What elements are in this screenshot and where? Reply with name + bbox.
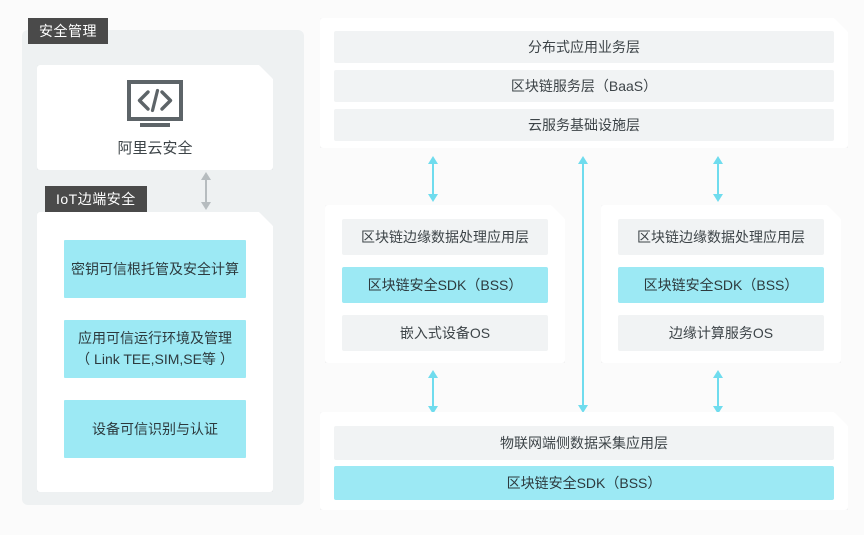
- aliyun-security-label: 阿里云安全: [117, 140, 193, 157]
- device-row-edge-data-processing[interactable]: 区块链边缘数据处理应用层: [342, 219, 548, 255]
- row-label: 分布式应用业务层: [528, 39, 640, 55]
- left-panel-connector-arrow: [200, 172, 212, 210]
- edge-compute-card: 区块链边缘数据处理应用层 区块链安全SDK（BSS） 边缘计算服务OS: [601, 205, 841, 363]
- row-label: 云服务基础设施层: [528, 117, 640, 133]
- aliyun-security-card[interactable]: 阿里云安全: [37, 65, 273, 170]
- tag-security-management: 安全管理: [28, 18, 108, 44]
- code-screen-icon: [126, 79, 184, 134]
- compute-row-edge-compute-os[interactable]: 边缘计算服务OS: [618, 315, 824, 351]
- terminal-row-blockchain-sdk[interactable]: 区块链安全SDK（BSS）: [334, 466, 834, 500]
- row-label: 区块链边缘数据处理应用层: [637, 229, 805, 245]
- edge-item-trusted-runtime[interactable]: 应用可信运行环境及管理 （ Link TEE,SIM,SE等 ）: [64, 320, 246, 378]
- row-label: 区块链安全SDK（BSS）: [367, 277, 523, 293]
- device-to-terminal-arrow: [427, 370, 439, 414]
- iot-edge-security-card: 密钥可信根托管及安全计算 应用可信运行环境及管理 （ Link TEE,SIM,…: [37, 212, 273, 492]
- row-label: 区块链边缘数据处理应用层: [361, 229, 529, 245]
- iot-terminal-card: 物联网端侧数据采集应用层 区块链安全SDK（BSS）: [320, 412, 848, 510]
- edge-item-label: 设备可信识别与认证: [92, 420, 218, 437]
- cloud-row-distributed-app[interactable]: 分布式应用业务层: [334, 31, 834, 63]
- row-label: 区块链安全SDK（BSS）: [506, 475, 662, 491]
- compute-row-blockchain-sdk[interactable]: 区块链安全SDK（BSS）: [618, 267, 824, 303]
- device-row-blockchain-sdk[interactable]: 区块链安全SDK（BSS）: [342, 267, 548, 303]
- edge-item-device-identity[interactable]: 设备可信识别与认证: [64, 400, 246, 458]
- edge-item-label: 密钥可信根托管及安全计算: [71, 260, 239, 277]
- row-label: 区块链服务层（BaaS）: [510, 78, 658, 94]
- row-label: 嵌入式设备OS: [399, 325, 491, 341]
- edge-item-key-trust-root[interactable]: 密钥可信根托管及安全计算: [64, 240, 246, 298]
- edge-item-label: 应用可信运行环境及管理 （ Link TEE,SIM,SE等 ）: [76, 330, 234, 367]
- cloud-stack-card: 分布式应用业务层 区块链服务层（BaaS） 云服务基础设施层: [320, 18, 848, 148]
- terminal-row-data-collection[interactable]: 物联网端侧数据采集应用层: [334, 426, 834, 460]
- compute-to-terminal-arrow: [712, 370, 724, 414]
- cloud-row-baas[interactable]: 区块链服务层（BaaS）: [334, 70, 834, 102]
- row-label: 区块链安全SDK（BSS）: [643, 277, 799, 293]
- edge-device-card: 区块链边缘数据处理应用层 区块链安全SDK（BSS） 嵌入式设备OS: [325, 205, 565, 363]
- row-label: 物联网端侧数据采集应用层: [500, 435, 668, 451]
- row-label: 边缘计算服务OS: [668, 325, 774, 341]
- tag-iot-edge-security: IoT边端安全: [45, 186, 147, 212]
- cloud-to-compute-arrow: [712, 156, 724, 202]
- compute-row-edge-data-processing[interactable]: 区块链边缘数据处理应用层: [618, 219, 824, 255]
- cloud-to-terminal-arrow: [577, 156, 589, 413]
- device-row-embedded-os[interactable]: 嵌入式设备OS: [342, 315, 548, 351]
- cloud-to-device-arrow: [427, 156, 439, 202]
- cloud-row-infrastructure[interactable]: 云服务基础设施层: [334, 109, 834, 141]
